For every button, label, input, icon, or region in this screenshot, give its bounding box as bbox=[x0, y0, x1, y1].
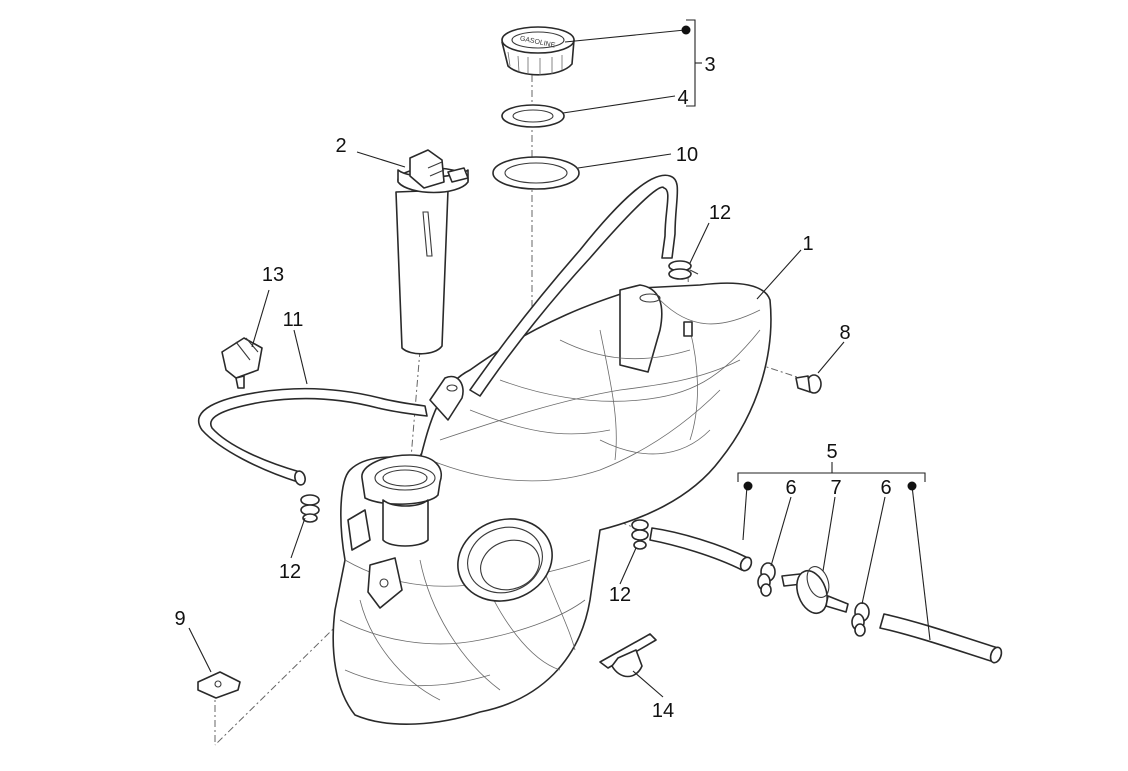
callout-8: 8 bbox=[839, 322, 850, 344]
callout-2: 2 bbox=[335, 135, 346, 157]
cap-gasket bbox=[501, 104, 565, 128]
hose-clamp-left bbox=[300, 494, 320, 523]
screw bbox=[795, 374, 822, 394]
fuel-cap: GASOLINE bbox=[501, 26, 575, 76]
callout-7: 7 bbox=[830, 477, 841, 499]
callout-4: 4 bbox=[677, 87, 688, 109]
bracket bbox=[599, 633, 657, 678]
callout-1: 1 bbox=[802, 233, 813, 255]
leader-lines bbox=[188, 19, 931, 698]
check-valve bbox=[781, 566, 849, 615]
nut-clip bbox=[197, 671, 241, 699]
connector-clip bbox=[221, 337, 263, 389]
fuel-tank bbox=[332, 282, 772, 726]
callout-14: 14 bbox=[652, 700, 674, 722]
callout-12-top: 12 bbox=[709, 202, 731, 224]
callout-6b: 6 bbox=[880, 477, 891, 499]
callout-numbers: 1 2 3 4 5 6 6 7 8 9 10 11 12 12 12 13 14 bbox=[174, 54, 891, 722]
hose-clamp-6a bbox=[757, 562, 776, 597]
breather-hose bbox=[469, 174, 679, 397]
callout-13: 13 bbox=[262, 264, 284, 286]
fuel-level-sender bbox=[395, 149, 469, 355]
hose-clamp-right bbox=[631, 519, 649, 550]
callout-3: 3 bbox=[704, 54, 715, 76]
callout-10: 10 bbox=[676, 144, 698, 166]
hose-long bbox=[879, 613, 1003, 664]
hose-clamp-top bbox=[668, 260, 699, 280]
filler-ring bbox=[492, 156, 580, 190]
callout-11: 11 bbox=[283, 309, 304, 331]
callout-9: 9 bbox=[174, 608, 185, 630]
hose-short bbox=[649, 527, 753, 572]
callout-6a: 6 bbox=[785, 477, 796, 499]
callout-5: 5 bbox=[826, 441, 837, 463]
callout-12-left: 12 bbox=[279, 561, 301, 583]
callout-12-right: 12 bbox=[609, 584, 631, 606]
vent-hose bbox=[198, 387, 428, 486]
hose-clamp-6b bbox=[851, 602, 870, 637]
